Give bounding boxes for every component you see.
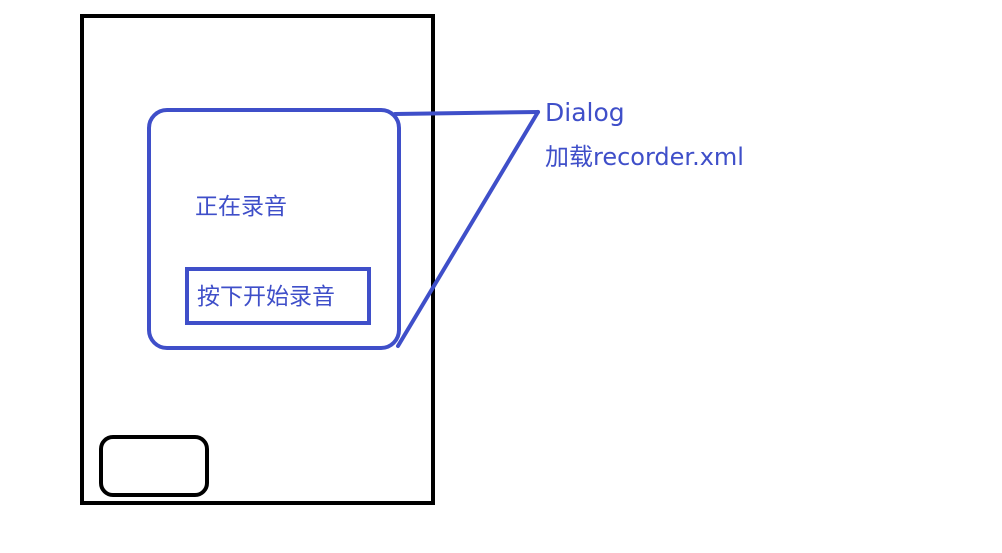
annotation-description: 加载recorder.xml [545,143,744,171]
record-button-label: 按下开始录音 [197,284,335,310]
annotation-title: Dialog [545,98,625,127]
dialog-status-text: 正在录音 [195,194,287,220]
phone-frame [80,14,435,505]
dialog-box [147,108,401,350]
phone-bottom-button[interactable] [99,435,209,497]
connector-line-diagonal [396,110,540,348]
record-button[interactable] [185,267,371,325]
connector-line-top [393,110,540,116]
